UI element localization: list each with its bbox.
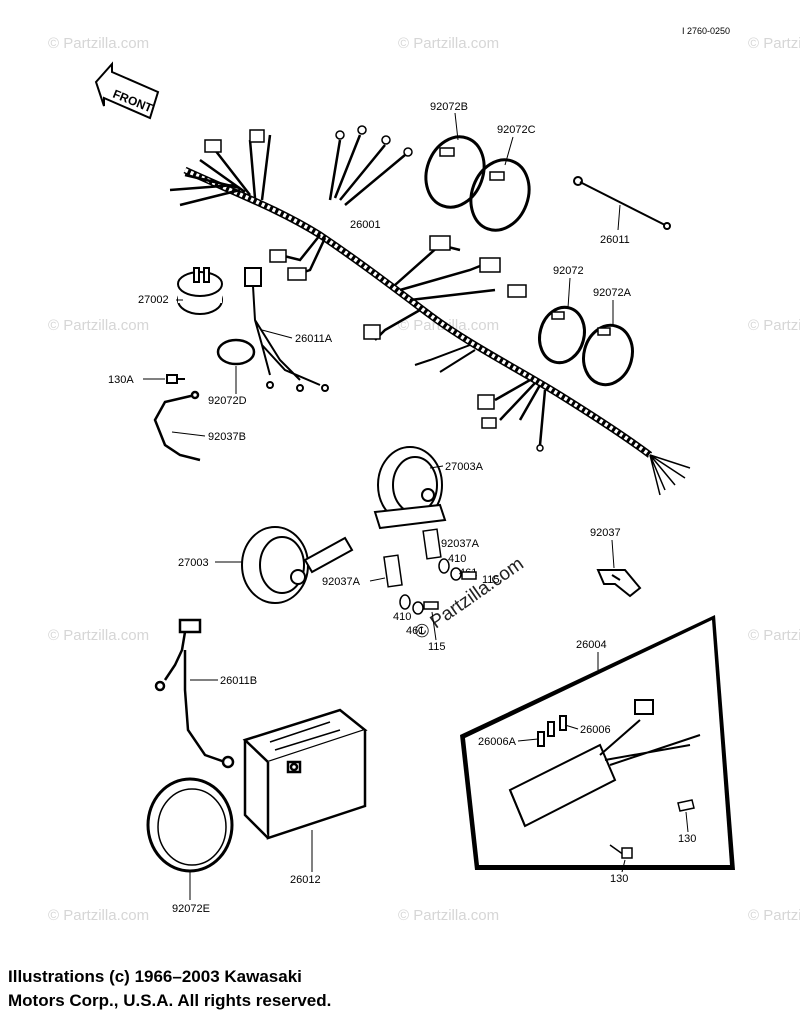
label-26012: 26012: [290, 874, 321, 886]
lead-wire-26011: [573, 176, 671, 230]
label-26011b: 26011B: [220, 675, 257, 687]
label-92072b: 92072B: [430, 101, 468, 113]
label-92037a-left: 92037A: [322, 576, 361, 588]
reference-code: I 2760-0250: [682, 26, 730, 36]
watermark: © Partzilla.com: [48, 317, 149, 334]
band-92072a: [582, 323, 634, 387]
clamp-92037b: [153, 390, 201, 462]
label-92072e: 92072E: [172, 903, 210, 915]
label-130-bottom: 130: [610, 873, 628, 885]
washer-410-right: [438, 558, 450, 574]
label-92072a: 92072A: [593, 287, 632, 299]
battery-lead-26011b: [154, 618, 235, 769]
main-wiring-harness: [169, 125, 691, 496]
label-26011: 26011: [600, 234, 630, 246]
watermark: © Partzilla.com: [748, 907, 800, 924]
washer-461-right: [450, 567, 462, 581]
label-92037b: 92037B: [208, 431, 246, 443]
bolt-130a: [166, 374, 185, 384]
copyright-notice: Illustrations (c) 1966–2003 Kawasaki Mot…: [8, 965, 608, 1013]
band-92072b: [424, 135, 486, 209]
watermark: © Partzilla.com: [48, 907, 149, 924]
label-410-left: 410: [393, 611, 411, 623]
label-26006: 26006: [580, 724, 611, 736]
label-130-right: 130: [678, 833, 696, 845]
regulator-rectifier-26004: [460, 615, 735, 870]
battery-26012: [242, 708, 368, 840]
band-92072c: [469, 158, 531, 232]
watermark: © Partzilla.com: [398, 907, 499, 924]
flasher-relay-27002: [177, 267, 223, 315]
watermark: © Partzilla.com: [398, 35, 499, 52]
sub-harness-26011a: [244, 267, 329, 392]
label-461-left: 461: [406, 625, 424, 637]
label-92037a-right: 92037A: [441, 538, 480, 550]
washer-410-left: [399, 594, 411, 610]
washer-461-left: [412, 601, 424, 615]
label-92072d: 92072D: [208, 395, 247, 407]
label-115-right: 115: [482, 574, 500, 586]
label-26004: 26004: [576, 639, 607, 651]
watermark: © Partzilla.com: [48, 627, 149, 644]
label-26011a: 26011A: [295, 333, 333, 345]
label-27003a: 27003A: [445, 461, 484, 473]
horn-27003a: [373, 446, 447, 530]
watermark: © Partzilla.com: [48, 35, 149, 52]
label-26001: 26001: [350, 219, 381, 231]
copyright-line-1: Illustrations (c) 1966–2003 Kawasaki: [8, 967, 302, 986]
label-410-right: 410: [448, 553, 466, 565]
label-92072c: 92072C: [497, 124, 536, 136]
front-arrow-icon: FRONT: [94, 61, 160, 120]
label-92037: 92037: [590, 527, 621, 539]
bracket-92037a-right: [422, 528, 442, 560]
label-115-left: 115: [428, 641, 446, 653]
watermark: © Partzilla.com: [748, 317, 800, 334]
label-27002: 27002: [138, 294, 169, 306]
bracket-92037a-left: [383, 554, 403, 588]
watermark: © Partzilla.com: [748, 627, 800, 644]
horn-27003: [241, 526, 354, 604]
label-27003: 27003: [178, 557, 209, 569]
band-92072e: [146, 777, 234, 873]
band-92072d: [216, 338, 256, 366]
copyright-line-2: Motors Corp., U.S.A. All rights reserved…: [8, 991, 332, 1010]
label-92072: 92072: [553, 265, 584, 277]
clamp-92037: [596, 569, 642, 598]
watermark: © Partzilla.com: [748, 35, 800, 52]
label-26006a: 26006A: [478, 736, 517, 748]
bolt-115-right: [461, 571, 477, 580]
bolt-115-left: [423, 601, 439, 610]
label-130a: 130A: [108, 374, 134, 386]
band-92072: [538, 305, 586, 365]
